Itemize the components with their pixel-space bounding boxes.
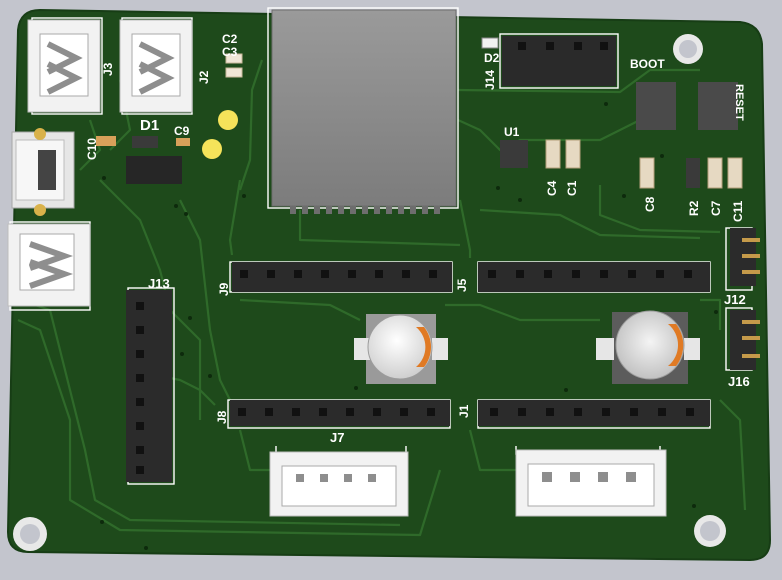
header-j8 <box>230 400 450 426</box>
label-j3: J3 <box>101 62 115 76</box>
header-j12 <box>730 228 760 286</box>
label-j8: J8 <box>215 410 229 424</box>
header-j14 <box>502 36 616 86</box>
test-pad-2 <box>202 139 222 159</box>
label-c8: C8 <box>643 196 657 212</box>
connector-j7 <box>269 451 409 517</box>
label-c2: C2 <box>222 32 238 46</box>
label-j14: J14 <box>483 70 497 90</box>
label-u1: U1 <box>504 125 520 139</box>
label-c10: C10 <box>85 138 99 160</box>
label-r2: R2 <box>687 200 701 216</box>
label-c4: C4 <box>545 180 559 196</box>
label-j13: J13 <box>148 276 170 291</box>
header-j13 <box>126 290 172 482</box>
label-d1: D1 <box>140 117 159 134</box>
label-d2: D2 <box>484 51 500 65</box>
mounting-holes <box>13 34 726 551</box>
mcu-module <box>271 9 457 214</box>
electrolytic-capacitor-right <box>596 310 700 384</box>
label-c3: C3 <box>222 45 238 59</box>
label-c7: C7 <box>709 200 723 216</box>
label-j12: J12 <box>724 292 746 307</box>
label-j1: J1 <box>457 404 471 418</box>
label-j7: J7 <box>330 430 344 445</box>
header-j9 <box>232 262 452 292</box>
label-reset: RESET <box>733 84 745 121</box>
connector-left-power <box>7 223 91 307</box>
header-j5 <box>478 262 710 292</box>
header-j16 <box>730 310 760 370</box>
connector-j3-right <box>119 19 193 113</box>
label-j2: J2 <box>197 70 211 84</box>
label-c11: C11 <box>731 200 745 222</box>
label-j16: J16 <box>728 374 750 389</box>
label-boot: BOOT <box>630 57 665 71</box>
electrolytic-capacitor-left <box>354 314 448 384</box>
smd-components <box>96 37 743 189</box>
connector-bottom-right <box>515 449 667 517</box>
silkscreen-labels: J3 C2 C3 J2 D1 C9 C10 U1 C4 C1 C8 R2 C7 … <box>85 32 750 445</box>
usb-connector <box>11 128 75 216</box>
label-c1: C1 <box>565 180 579 196</box>
test-pad-1 <box>218 110 238 130</box>
label-j5: J5 <box>455 278 469 292</box>
label-j9: J9 <box>217 282 231 296</box>
label-c9: C9 <box>174 124 190 138</box>
header-j1 <box>478 400 710 426</box>
vias <box>100 102 718 550</box>
connector-j3-left <box>27 19 101 113</box>
